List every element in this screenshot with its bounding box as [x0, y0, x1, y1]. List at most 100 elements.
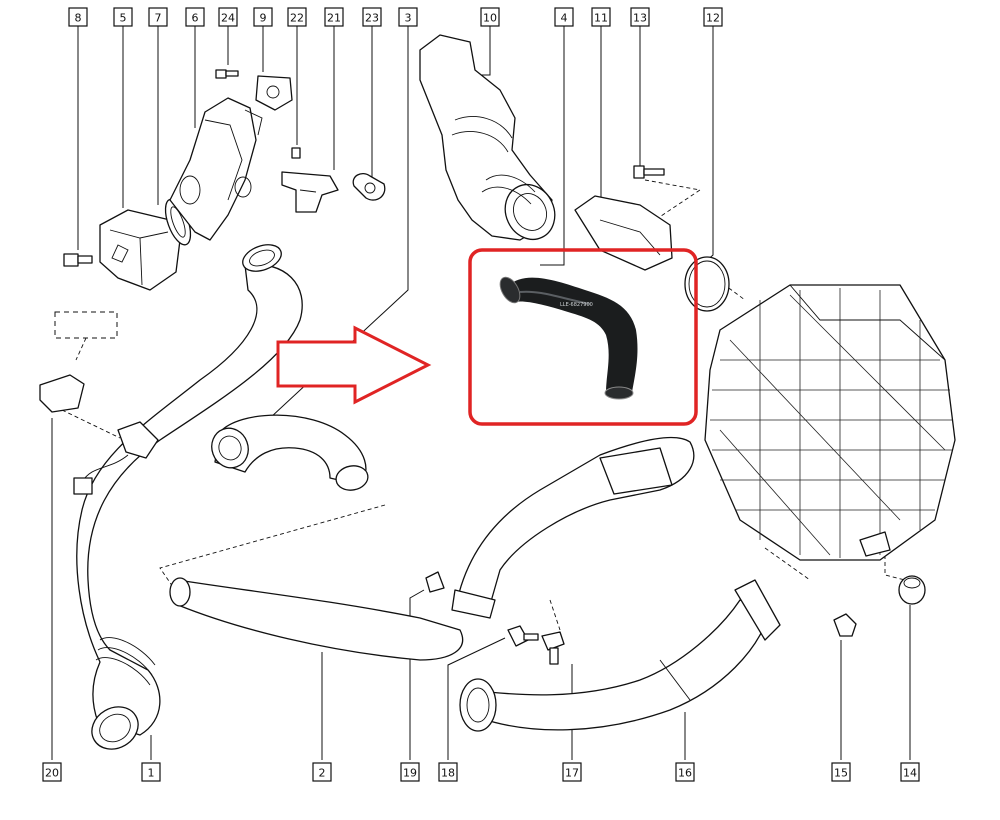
callout-number: 10: [483, 12, 497, 25]
callout-number: 18: [441, 767, 455, 780]
callout-box: [591, 7, 611, 27]
air-filter-housing: [704, 284, 956, 561]
callout-number: 12: [706, 12, 720, 25]
callout-number: 16: [678, 767, 692, 780]
callout-number: 3: [405, 12, 412, 25]
callout-number: 13: [633, 12, 647, 25]
callout-box: [438, 762, 458, 782]
callout-12: 12: [703, 7, 723, 27]
dashed-label-box: [54, 311, 118, 339]
callout-7: 7: [148, 7, 168, 27]
callout-number: 9: [260, 12, 267, 25]
part-1-air-hose: [76, 244, 303, 750]
callout-box: [480, 7, 500, 27]
callout-23: 23: [362, 7, 382, 27]
callout-number: 15: [834, 767, 848, 780]
part-17-18-fasteners: [507, 625, 565, 665]
highlight-inset: LLE-6827900: [468, 248, 698, 426]
part-2-intercooler-pipe: [169, 577, 464, 661]
callout-number: 20: [45, 767, 59, 780]
part-16-outlet-pipe: [459, 579, 781, 732]
callout-number: 17: [565, 767, 579, 780]
callout-16: 16: [675, 762, 695, 782]
callout-3: 3: [398, 7, 418, 27]
callout-number: 5: [120, 12, 127, 25]
callout-box: [185, 7, 205, 27]
callout-15: 15: [831, 762, 851, 782]
pointer-arrow: [276, 325, 432, 405]
part-3-elbow-hose: [211, 414, 369, 491]
callout-number: 4: [561, 12, 568, 25]
callout-19: 19: [400, 762, 420, 782]
callout-number: 1: [148, 767, 155, 780]
callout-24: 24: [218, 7, 238, 27]
part-12-o-ring: [684, 256, 730, 312]
callout-box: [113, 7, 133, 27]
callout-box: [218, 7, 238, 27]
part-15-bolt: [833, 613, 857, 637]
callout-20: 20: [42, 762, 62, 782]
part-20-sensor: [39, 311, 159, 495]
part-24-bolt: [215, 69, 239, 79]
callout-number: 14: [903, 767, 917, 780]
callout-number: 23: [365, 12, 379, 25]
callout-11: 11: [591, 7, 611, 27]
replacement-hose: LLE-6827900: [499, 276, 638, 400]
callout-13: 13: [630, 7, 650, 27]
part-21-22-bracket: [281, 147, 339, 213]
callout-5: 5: [113, 7, 133, 27]
part-5-throttle-body: [99, 209, 181, 291]
callout-number: 8: [75, 12, 82, 25]
callout-8: 8: [68, 7, 88, 27]
callout-number: 7: [155, 12, 162, 25]
callout-box: [831, 762, 851, 782]
part-11-flange: [574, 195, 673, 271]
callout-22: 22: [287, 7, 307, 27]
callout-number: 22: [290, 12, 304, 25]
callout-number: 2: [319, 767, 326, 780]
callout-1: 1: [141, 762, 161, 782]
callout-box: [141, 762, 161, 782]
callout-box: [630, 7, 650, 27]
callout-number: 21: [327, 12, 341, 25]
callout-box: [400, 762, 420, 782]
callout-box: [562, 762, 582, 782]
callout-number: 11: [594, 12, 608, 25]
callout-box: [287, 7, 307, 27]
callout-18: 18: [438, 762, 458, 782]
part-10-turbo-inlet-duct: [419, 34, 556, 241]
callout-21: 21: [324, 7, 344, 27]
callout-box: [312, 762, 332, 782]
callout-box: [362, 7, 382, 27]
callout-number: 24: [221, 12, 235, 25]
callout-box: [398, 7, 418, 27]
callout-box: [324, 7, 344, 27]
callout-4: 4: [554, 7, 574, 27]
callout-17: 17: [562, 762, 582, 782]
callout-box: [900, 762, 920, 782]
highlight-frame: [468, 248, 698, 426]
callout-box: [68, 7, 88, 27]
part-23-clip: [352, 172, 386, 201]
callout-box: [675, 762, 695, 782]
part-9-bracket: [244, 75, 293, 136]
part-8-bolt: [63, 253, 93, 267]
part-6-intake-manifold: [169, 97, 257, 241]
callout-9: 9: [253, 7, 273, 27]
callout-box: [703, 7, 723, 27]
callout-box: [554, 7, 574, 27]
hose-part-marking: LLE-6827900: [560, 302, 593, 308]
callout-10: 10: [480, 7, 500, 27]
callout-number: 6: [192, 12, 199, 25]
callout-box: [148, 7, 168, 27]
part-19-charge-pipe: [425, 436, 695, 619]
callout-box: [253, 7, 273, 27]
callout-2: 2: [312, 762, 332, 782]
part-14-grommet: [898, 575, 926, 605]
callout-number: 19: [403, 767, 417, 780]
callout-6: 6: [185, 7, 205, 27]
callout-box: [42, 762, 62, 782]
part-13-bolt: [633, 165, 665, 179]
